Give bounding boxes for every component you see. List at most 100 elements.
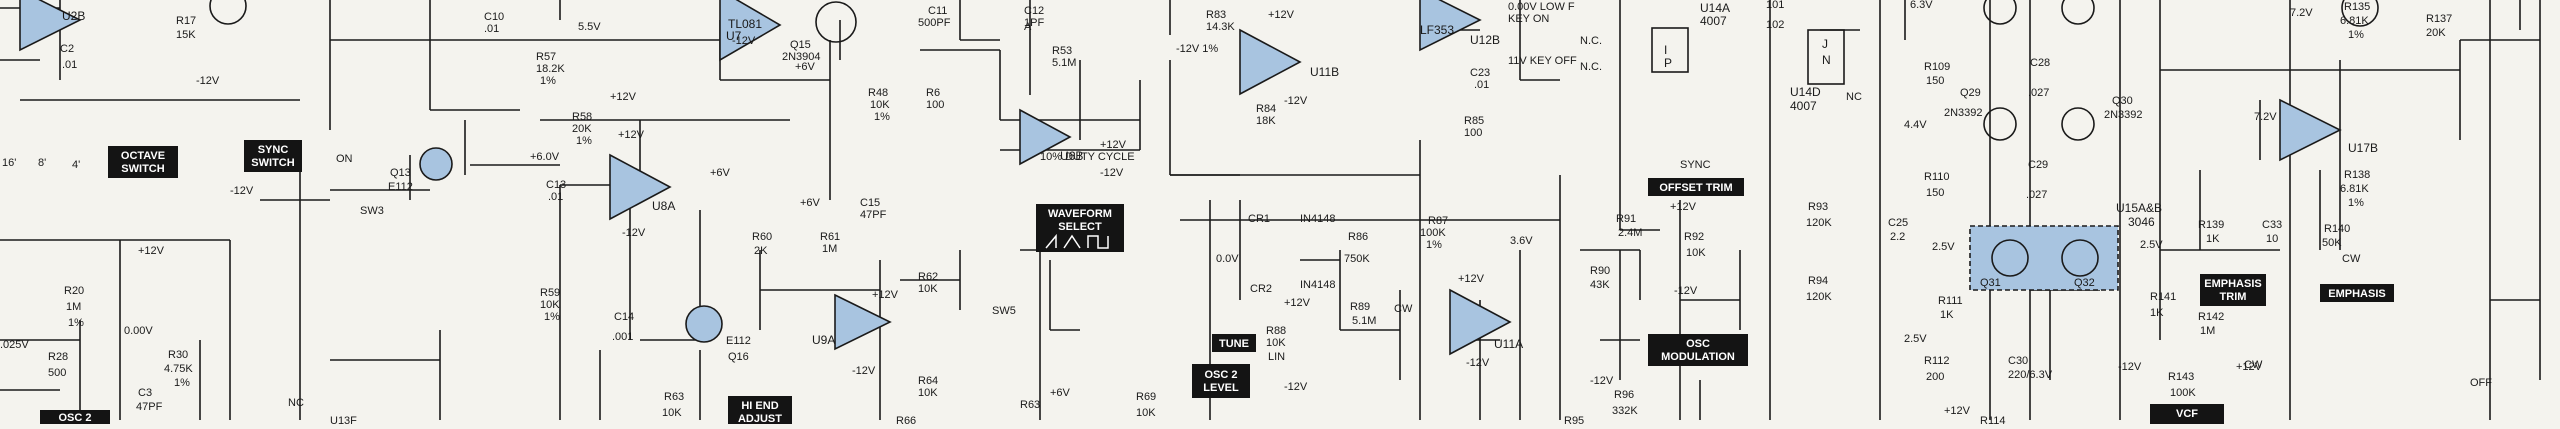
label-r64: R64 (918, 375, 938, 387)
waveform-symbols-icon (1045, 233, 1109, 249)
tag-emphasis-line1: EMPHASIS (2328, 288, 2385, 300)
label-q29: Q29 (1960, 87, 1981, 99)
label-r60: R60 (752, 231, 772, 243)
label-plus12-b: +12V (618, 129, 645, 141)
label-r69-value: 10K (1136, 407, 1156, 419)
label-r66: R66 (896, 415, 916, 424)
label-r20-value: 1M (66, 301, 81, 313)
tag-emphasis: EMPHASIS (2320, 284, 2394, 302)
label-r111: R111 (1938, 295, 1963, 307)
label-c11: C11 (928, 5, 947, 17)
ic-u17b: U17B (2279, 98, 2378, 162)
ic-u9a-label: U9A (812, 333, 835, 347)
label-r135-tol: 1% (2348, 29, 2364, 41)
label-r87-value: 100K (1420, 227, 1446, 239)
tag-osc2-bottom: OSC 2 (40, 410, 110, 424)
label-cr1-value: IN4148 (1300, 213, 1335, 225)
label-r53-value: 5.1M (1052, 57, 1076, 69)
label-c14: C14 (614, 311, 634, 323)
ic-u7-label: U7 (726, 29, 742, 43)
label-c23: C23 (1470, 67, 1490, 79)
label-c13: C13 (546, 179, 566, 191)
label-r92-value: 10K (1686, 247, 1706, 259)
label-key-on: KEY ON (1508, 13, 1549, 25)
label-c28: C28 (2030, 57, 2050, 69)
label-4-4v: 4.4V (1904, 119, 1927, 131)
label-c33: C33 (2262, 219, 2282, 231)
label-cw-1: CW (1394, 303, 1413, 315)
tag-osc2-level: OSC 2 LEVEL (1192, 364, 1250, 398)
tag-tune-line1: TUNE (1219, 338, 1249, 350)
ic-u12b-label: U12B (1470, 33, 1500, 47)
label-r141: R141 (2150, 291, 2176, 303)
tag-offset-trim-line1: OFFSET TRIM (1659, 182, 1732, 194)
label-102: 102 (1766, 19, 1784, 31)
label-r87: R87 (1428, 215, 1448, 227)
label-r86: R86 (1348, 231, 1368, 243)
label-minus12-l: -12V (230, 185, 254, 197)
label-c30: C30 (2008, 355, 2028, 367)
tag-hi-end-adjust-line2: ADJUST (738, 413, 782, 424)
label-r62-value: 10K (918, 283, 938, 295)
label-r62: R62 (918, 271, 938, 283)
label-sync: SYNC (1680, 159, 1711, 171)
label-cw-3: CW (2244, 359, 2263, 371)
label-duty-cycle: 10% DUTY CYCLE (1040, 151, 1135, 163)
label-c30-value: 220/6.3V (2008, 369, 2053, 381)
label-r53: R53 (1052, 45, 1072, 57)
transistor-top-a (1983, 0, 2017, 25)
u14a-pin-i: I (1664, 43, 1667, 57)
label-r140: R140 (2324, 223, 2350, 235)
label-r91: R91 (1616, 213, 1636, 225)
label-off: OFF (2470, 377, 2492, 389)
label-plus12-c: +12V (872, 289, 899, 301)
label-minus12-e: -12V (1100, 167, 1124, 179)
label-nc-bottom: NC (288, 397, 304, 409)
label-minus12-b: -12V (622, 227, 646, 239)
label-plus6-b: +6V (795, 61, 816, 73)
label-plus12-j: +12V (2236, 361, 2263, 373)
label-0-00v-a: 0.00V (124, 325, 153, 337)
label-on: ON (336, 153, 353, 165)
label-r20: R20 (64, 285, 84, 297)
label-0-0v: 0.0V (1216, 253, 1239, 265)
label-r142-value: 1M (2200, 325, 2215, 337)
label-r109-value: 150 (1926, 75, 1944, 87)
transistor-u17-top (2341, 0, 2379, 27)
label-r48: R48 (868, 87, 888, 99)
label-minus12-j: -12V (1590, 375, 1614, 387)
label-key-on-v: 0.00V LOW F (1508, 1, 1575, 13)
label-r63: R63 (664, 391, 684, 403)
transistor-q15 (815, 1, 857, 43)
label-c23-value: .01 (1474, 79, 1489, 91)
label-r58: R58 (572, 111, 592, 123)
ic-u7: TL081 U7 (719, 0, 782, 62)
label-r91-value: 2.4M (1618, 227, 1642, 239)
tag-osc-modulation-line2: MODULATION (1661, 351, 1735, 363)
label-r20-tol: 1% (68, 317, 84, 329)
label-c33-value: 10 (2266, 233, 2278, 245)
label-nc-1: N.C. (1580, 35, 1602, 47)
label-r28: R28 (48, 351, 68, 363)
label-r96: R96 (1614, 389, 1634, 401)
ic-u8a-label: U8A (652, 199, 675, 213)
label-r57: R57 (536, 51, 556, 63)
label-plus12-g: +12V (1458, 273, 1485, 285)
label-c28-value: .027 (2028, 87, 2049, 99)
label-r83-value: 14.3K (1206, 21, 1235, 33)
ic-u11b-label: U11B (1310, 65, 1339, 79)
label-r69: R69 (1136, 391, 1156, 403)
label-q15: Q15 (790, 39, 811, 51)
label-r6: R6 (926, 87, 940, 99)
label-r86-value: 750K (1344, 253, 1370, 265)
label-plus6-a: +6V (710, 167, 731, 179)
label-r95: R95 (1564, 415, 1584, 424)
label-r30: R30 (168, 349, 188, 361)
label-q30-value: 2N3392 (2104, 109, 2143, 121)
label-sw3: SW3 (360, 205, 384, 217)
label-r6-value: 100 (926, 99, 944, 111)
label-cr1: CR1 (1248, 213, 1270, 225)
label-c3-value: 47PF (136, 401, 163, 413)
label-plus12-a: +12V (610, 91, 637, 103)
label-plus12-h: +12V (1670, 201, 1697, 213)
